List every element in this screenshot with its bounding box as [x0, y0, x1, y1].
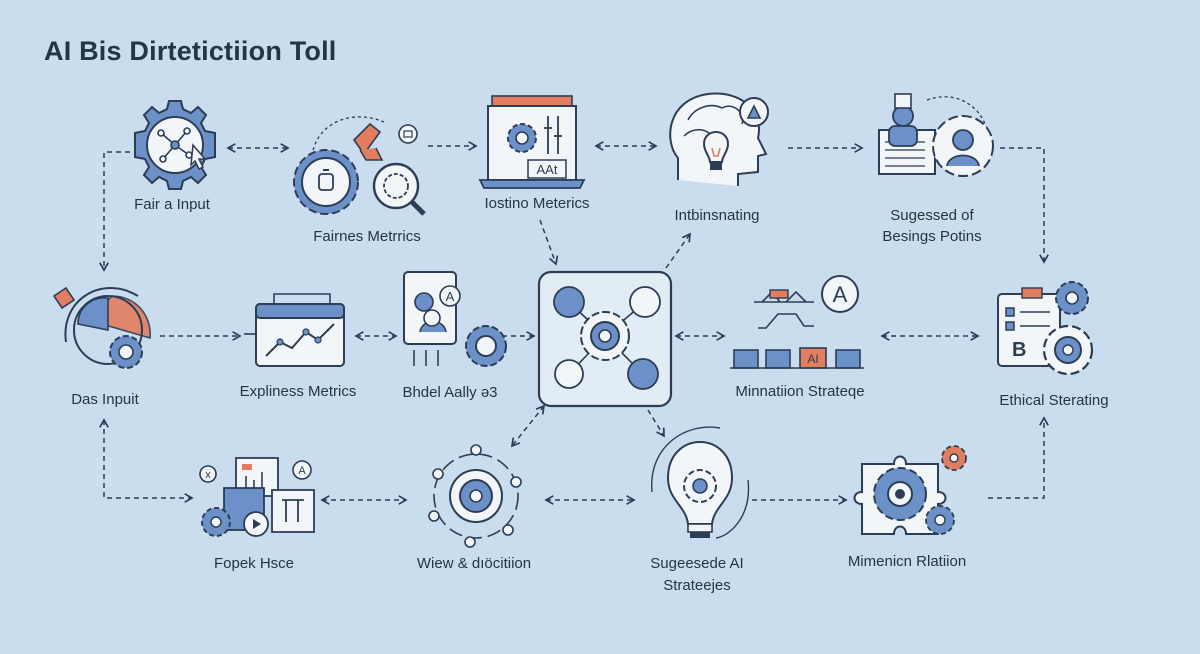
users-gear-icon: A: [403, 271, 507, 367]
a-large-icon-text: A: [833, 282, 848, 307]
arrow-hub-view: [510, 404, 546, 448]
label-testing-metrics: Iostino Meterics: [484, 195, 590, 212]
gear-network-icon: [134, 100, 216, 190]
label-explainability-metrics: Expliness Metrics: [239, 383, 357, 400]
label-mitigation-relation: Mimenicn Rlatiion: [847, 553, 967, 570]
connectors: [99, 141, 1049, 505]
page-title: AI Bis Dirtetictiion Toll: [44, 36, 337, 66]
label-ethical-steering: Ethical Sterating: [999, 392, 1109, 409]
b-icon-text: B: [1012, 339, 1026, 361]
label-model-analysis: Bhdel Aally ə3: [402, 384, 498, 401]
a-small-icon-text: A: [298, 465, 306, 477]
chart-documents-icon: x A: [199, 457, 315, 537]
data-gear-icon: [52, 286, 151, 369]
puzzle-gear-icon: [853, 445, 967, 535]
label-suggested-ai-2: Strateejes: [663, 577, 731, 594]
arrow-hub-interpreting: [665, 232, 691, 269]
label-interpreting: Intbinsnating: [674, 207, 760, 224]
label-mitigation-strategy: Minnatiion Strateqe: [735, 383, 865, 400]
laptop-gear-icon: AAt: [478, 95, 586, 189]
arrow-hub-suggested-ai: [647, 409, 665, 438]
head-lightbulb-icon: [669, 92, 769, 186]
ai-icon-text: AI: [807, 352, 818, 366]
label-suggested-options-1: Sugessed of: [890, 207, 974, 224]
arrow-data-report: [99, 418, 194, 503]
arrow-suggested-ethical: [1000, 147, 1049, 264]
label-fairness-metrics: Fairnes Metrrics: [313, 228, 421, 245]
label-suggested-ai-1: Sugeesede AI: [650, 555, 744, 572]
aat-icon-text: AAt: [537, 162, 558, 177]
label-view-decision: Wiew & dıöcitiion: [416, 555, 532, 572]
label-data-input: Das Inpuit: [71, 391, 139, 408]
label-fair-input: Fair a Input: [134, 196, 210, 213]
label-report-use: Fopek Hsce: [213, 555, 295, 572]
gears-magnifier-icon: [293, 116, 426, 216]
lightbulb-gear-icon: [651, 426, 750, 539]
checklist-gear-icon: B: [997, 281, 1094, 376]
arrow-mitigation-ethical-bottom: [988, 416, 1049, 499]
target-network-icon: [428, 444, 522, 548]
label-suggested-options-2: Besings Potins: [882, 228, 982, 245]
chart-window-icon: [244, 293, 345, 367]
x-icon-text: x: [205, 469, 211, 481]
arrow-testing-hub: [539, 219, 559, 266]
person-presentation-icon: [878, 93, 994, 177]
balance-blocks-icon: A AI: [730, 275, 864, 369]
a-icon-text: A: [446, 289, 455, 304]
network-hub-icon: [537, 270, 673, 408]
